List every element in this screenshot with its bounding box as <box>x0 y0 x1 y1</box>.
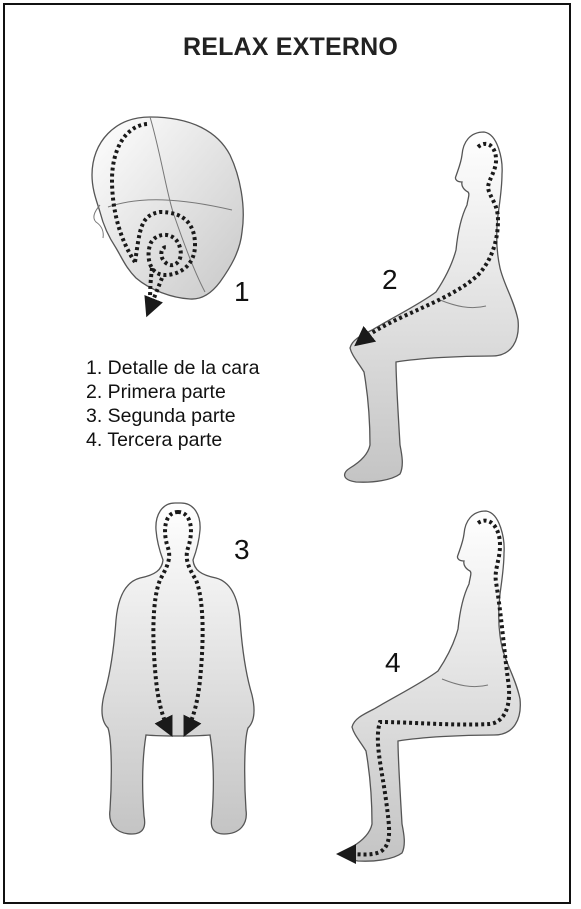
seated-side-figure-4 <box>346 511 520 861</box>
head-outline <box>92 117 243 299</box>
legend-item: 3. Segunda parte <box>86 404 259 428</box>
figure-number-2: 2 <box>382 264 398 296</box>
legend-list: 1. Detalle de la cara 2. Primera parte 3… <box>86 356 259 452</box>
figure-number-3: 3 <box>234 534 250 566</box>
figure-number-4: 4 <box>385 647 401 679</box>
legend-item: 4. Tercera parte <box>86 428 259 452</box>
legend-item: 2. Primera parte <box>86 380 259 404</box>
body-outline-2 <box>345 132 519 482</box>
legend-item: 1. Detalle de la cara <box>86 356 259 380</box>
seated-front-figure-3 <box>102 503 254 834</box>
seated-side-figure-2 <box>345 132 519 482</box>
body-outline-3 <box>102 503 254 834</box>
figure-number-1: 1 <box>234 276 250 308</box>
body-outline-4 <box>347 511 521 861</box>
head-figure <box>92 117 243 308</box>
